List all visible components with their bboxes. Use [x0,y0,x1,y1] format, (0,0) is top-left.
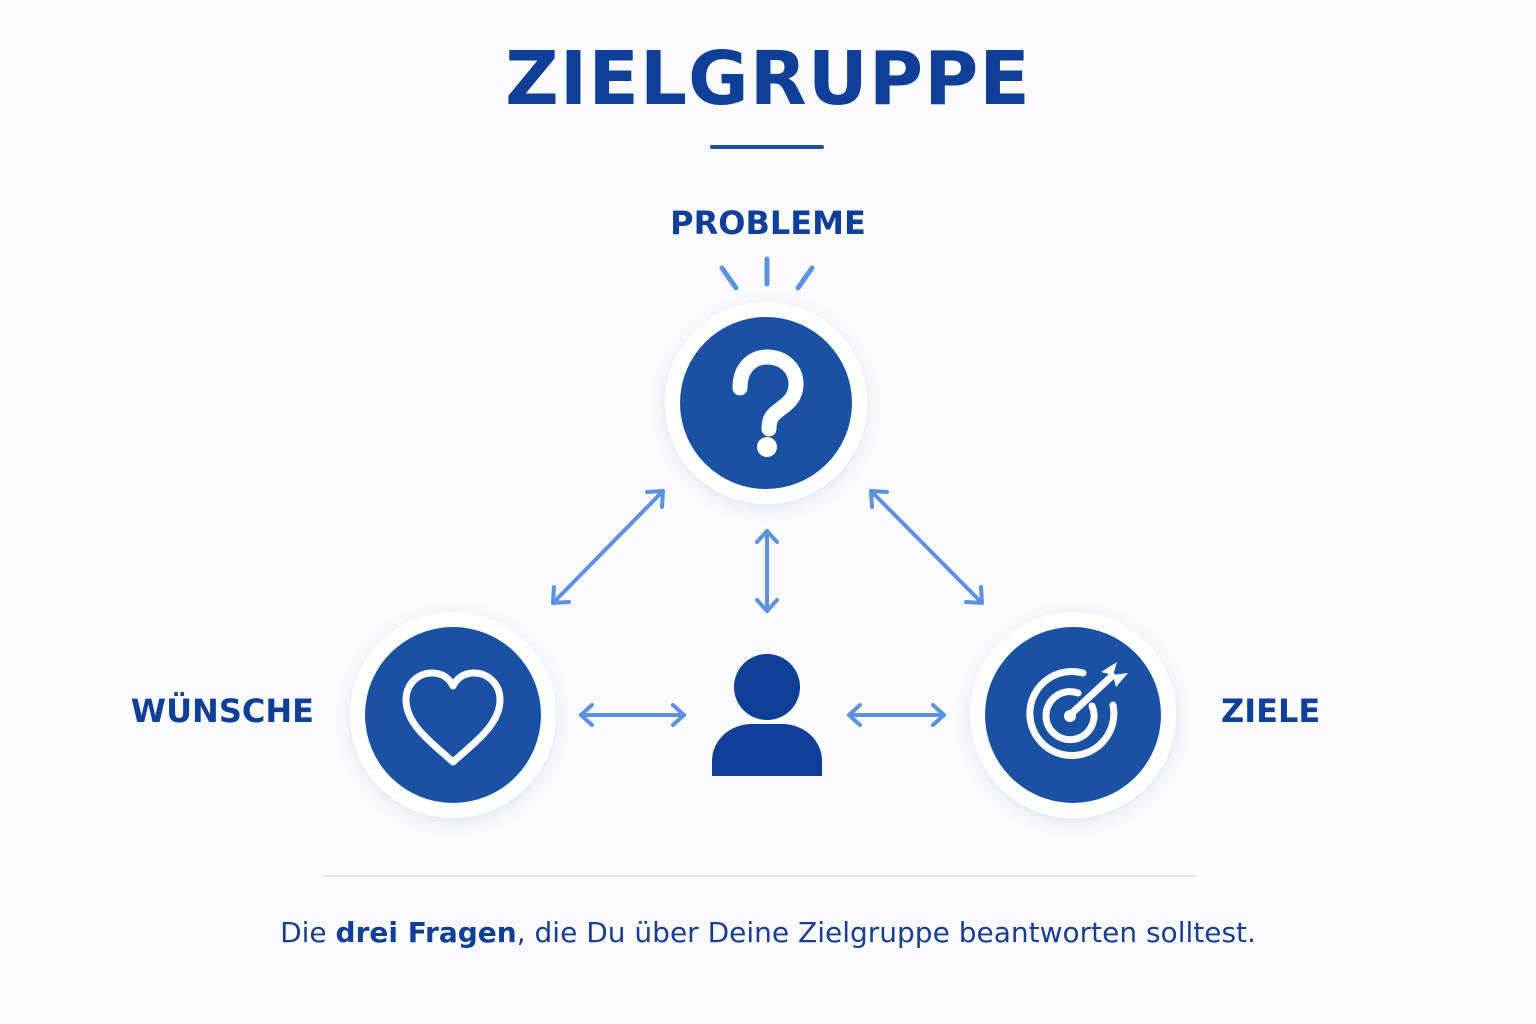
burst-lines [719,256,815,291]
question-mark-icon [732,349,804,457]
caption-post: , die Du über Deine Zielgruppe beantwort… [516,916,1256,949]
caption-pre: Die [280,916,336,949]
heart-icon [402,669,504,766]
bottom-divider [323,875,1195,877]
arrow-wuensche-person [579,703,686,727]
person-icon [712,654,822,776]
arrow-probleme-wuensche [551,489,665,605]
connector-arrows [551,489,984,727]
title-underline [710,145,824,149]
ziele-node [970,612,1176,818]
arrow-probleme-ziele [869,489,984,605]
arrow-probleme-person [755,529,779,613]
caption-bold: drei Fragen [335,916,517,949]
probleme-label: PROBLEME [670,204,866,242]
page-title: ZIELGRUPPE [505,36,1031,122]
ziele-label: ZIELE [1221,692,1321,730]
wuensche-node [350,612,556,818]
arrow-person-ziele [847,703,946,727]
wuensche-label: WÜNSCHE [130,692,314,730]
caption: Die drei Fragen, die Du über Deine Zielg… [0,916,1536,949]
probleme-node [665,302,867,504]
target-arrow-icon [1026,662,1128,759]
